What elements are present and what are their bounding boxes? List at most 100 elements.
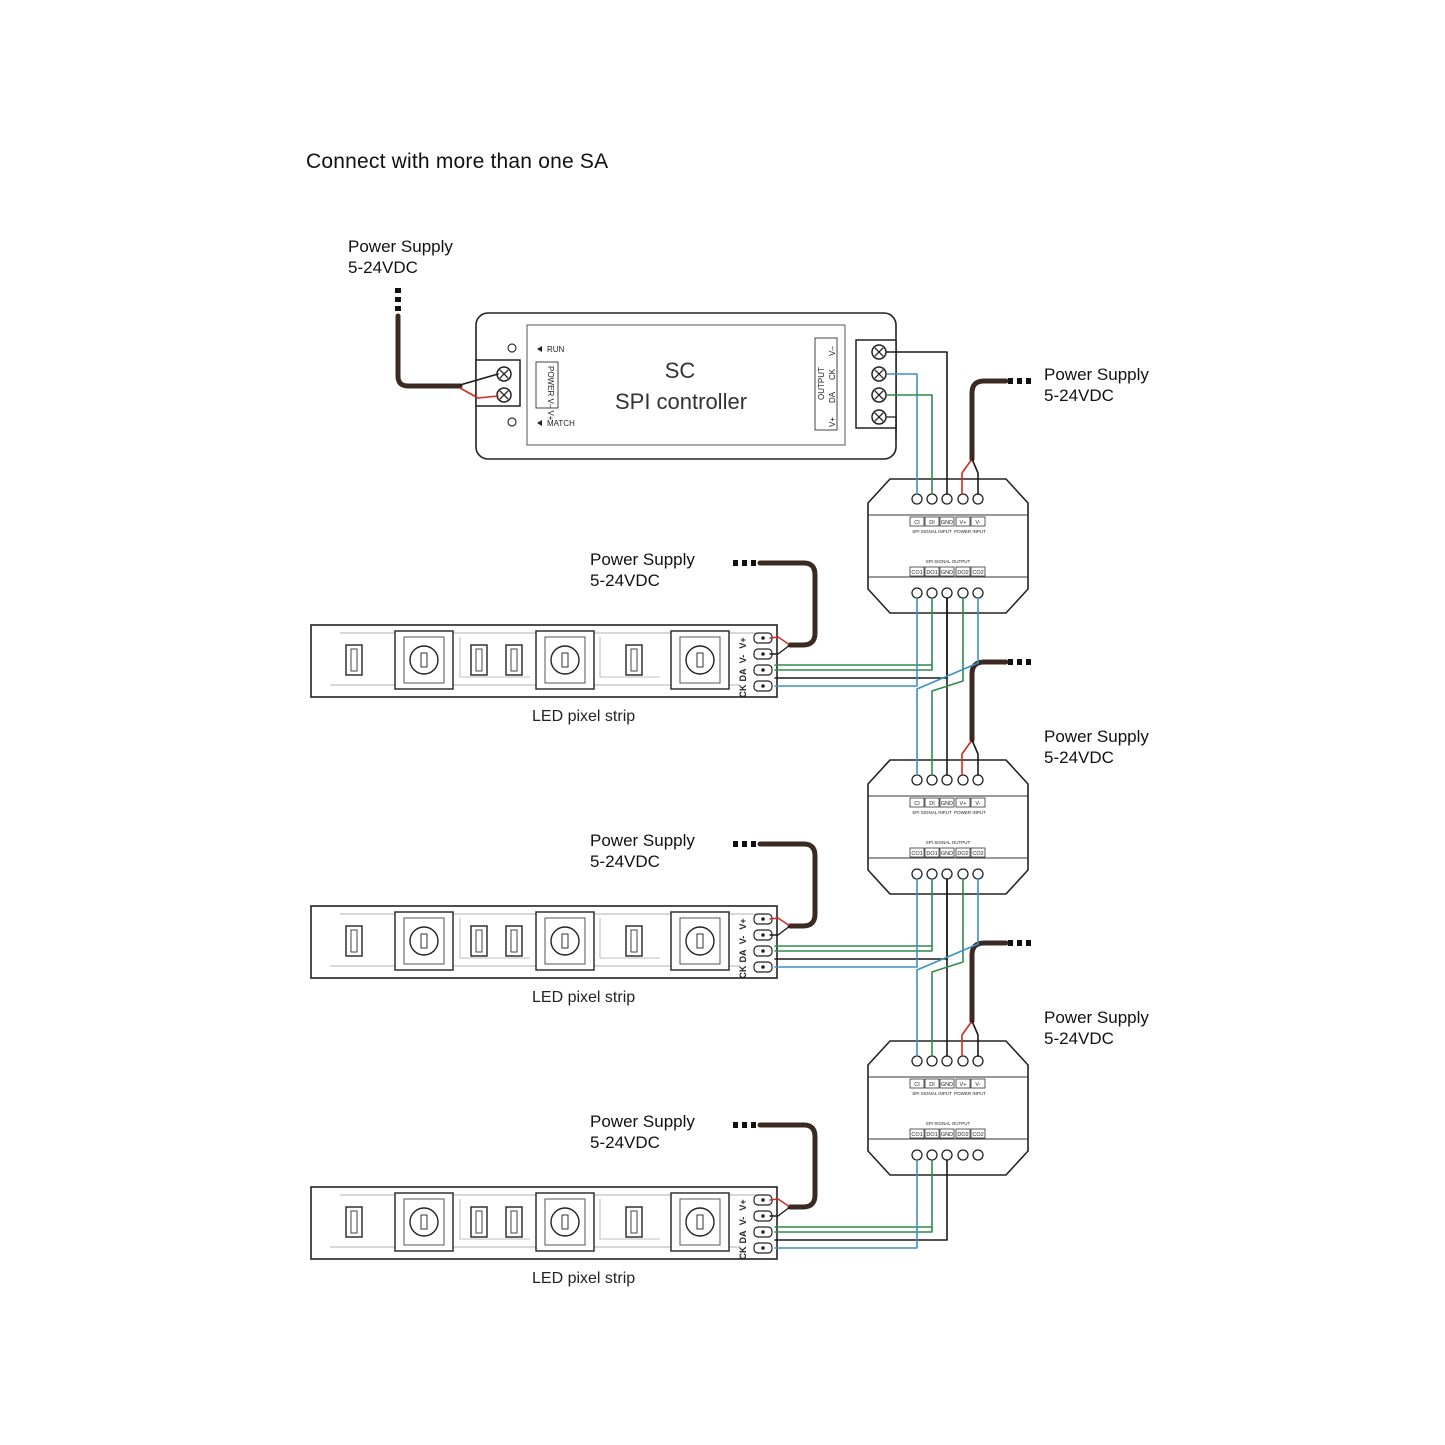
input-terminal-icon	[911, 1055, 923, 1067]
power-input-label: POWER INPUT	[954, 1091, 986, 1096]
output-terminal-icon	[972, 868, 984, 880]
input-pin-box	[909, 797, 925, 808]
power-supply-title: Power Supply	[1044, 1008, 1149, 1027]
power-supply-voltage: 5-24VDC	[590, 852, 660, 871]
controller-body	[475, 312, 897, 460]
power-screw-icon	[496, 387, 512, 403]
resistor-icon	[345, 644, 363, 676]
power-supply-title: Power Supply	[1044, 727, 1149, 746]
output-terminal-icon	[941, 587, 953, 599]
strip-pin-label: CK	[738, 965, 748, 978]
power-supply-title: Power Supply	[348, 237, 453, 256]
match-arrow-icon	[537, 420, 542, 426]
amp-power-cable	[969, 659, 1009, 743]
amp-power-wire-pos	[961, 739, 973, 776]
signal-input-label: SPI SIGNAL INPUT	[912, 1091, 952, 1096]
diagram-title: Connect with more than one SA	[306, 150, 609, 173]
power-supply-dots-icon	[395, 288, 401, 311]
power-supply-dots-icon	[1008, 378, 1031, 384]
wire-ctrl-ck	[886, 373, 918, 495]
controller-power-wire-neg	[459, 373, 499, 386]
strip-power-wire-neg	[769, 925, 791, 936]
input-pin-box	[955, 1078, 971, 1089]
power-supply-label-amp-1: Power Supply 5-24VDC	[1044, 364, 1149, 406]
output-pin-label: CO2	[972, 570, 983, 576]
resistor-icon	[505, 1206, 523, 1238]
input-pin-box	[939, 516, 955, 527]
run-arrow-icon	[537, 346, 542, 352]
led-pixel-icon	[535, 630, 595, 690]
output-pin-box	[939, 566, 955, 577]
power-supply-voltage: 5-24VDC	[1044, 386, 1114, 405]
output-pin-box	[939, 1128, 955, 1139]
output-terminal-icon	[957, 587, 969, 599]
controller-model: SC	[664, 358, 696, 383]
strip-pin-label: DA	[738, 949, 748, 962]
input-pin-label: DI	[929, 520, 935, 526]
output-pin-label: CO1	[911, 1132, 922, 1138]
input-pin-label: V+	[960, 1082, 967, 1088]
strip-pin-label: V+	[738, 918, 748, 929]
input-pin-label: GND	[941, 520, 953, 526]
input-terminal-icon	[957, 1055, 969, 1067]
output-pin-label: GND	[941, 851, 953, 857]
output-terminal-icon	[911, 868, 923, 880]
controller-power-cable	[395, 313, 463, 389]
led-strip-label-1: LED pixel strip	[532, 708, 636, 725]
output-terminal-icon	[941, 1149, 953, 1161]
input-terminal-icon	[926, 1055, 938, 1067]
wire-chain-clock	[916, 597, 979, 776]
power-input-label: POWER INPUT	[954, 529, 986, 534]
power-supply-label-strip-1: Power Supply 5-24VDC	[590, 549, 695, 591]
output-pin-box	[909, 1128, 925, 1139]
input-pin-box	[909, 1078, 925, 1089]
input-pin-label: CI	[914, 1082, 920, 1088]
strip-pin-label: DA	[738, 668, 748, 681]
input-pin-label: CI	[914, 801, 920, 807]
wire-chain-data	[931, 597, 964, 776]
output-terminal-icon	[911, 587, 923, 599]
strip-pin-label: CK	[738, 684, 748, 697]
output-screw-icon	[871, 344, 887, 360]
power-pin-labels: POWER V– V+	[546, 366, 555, 421]
wire-ctrl-vplus-stub	[886, 416, 897, 441]
input-terminal-icon	[972, 493, 984, 505]
input-pin-box	[939, 797, 955, 808]
resistor-icon	[625, 925, 643, 957]
power-supply-label-strip-2: Power Supply 5-24VDC	[590, 830, 695, 872]
amp-power-wire-pos	[961, 458, 973, 495]
input-terminal-icon	[941, 493, 953, 505]
input-pin-label: V-	[975, 520, 980, 526]
power-supply-title: Power Supply	[1044, 365, 1149, 384]
wire-chain-data	[931, 878, 964, 1057]
power-supply-label-strip-3: Power Supply 5-24VDC	[590, 1111, 695, 1153]
output-pin-label: CK	[828, 368, 837, 380]
led-pixel-icon	[394, 630, 454, 690]
input-pin-box	[955, 516, 971, 527]
run-label: RUN	[547, 345, 565, 354]
output-pin-box	[924, 1128, 940, 1139]
output-terminal-icon	[926, 868, 938, 880]
input-pin-label: DI	[929, 801, 935, 807]
output-screw-icon	[871, 409, 887, 425]
led-pixel-icon	[670, 911, 730, 971]
output-pin-box	[924, 847, 940, 858]
output-pin-label: DO1	[926, 570, 937, 576]
output-pin-box	[970, 566, 986, 577]
output-terminal-icon	[957, 1149, 969, 1161]
power-supply-dots-icon	[733, 1122, 756, 1128]
output-pin-box	[924, 566, 940, 577]
output-label-box	[814, 337, 838, 431]
strip-power-wire-pos	[769, 636, 791, 646]
power-supply-dots-icon	[733, 841, 756, 847]
strip-pin-label: V+	[738, 637, 748, 648]
output-pin-box	[955, 847, 971, 858]
power-supply-voltage: 5-24VDC	[1044, 1029, 1114, 1048]
input-terminal-icon	[972, 774, 984, 786]
resistor-icon	[470, 925, 488, 957]
